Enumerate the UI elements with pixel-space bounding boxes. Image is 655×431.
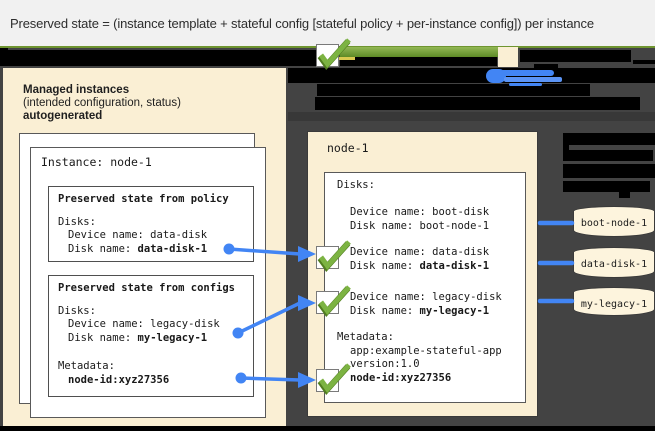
check-icon (317, 38, 351, 70)
disk-name-line: Disk name: my-legacy-1 (350, 305, 489, 318)
disks-label: Disks: (337, 179, 375, 191)
disk-name-value: data-disk-1 (419, 259, 490, 272)
redaction-bar (288, 112, 655, 121)
disk-name-label: Disk name: (350, 259, 420, 272)
metadata-label: Metadata: (58, 360, 115, 372)
check-icon (317, 285, 351, 317)
metadata-value: node-id:xyz27356 (68, 373, 170, 386)
redaction-bar (288, 68, 655, 83)
disk-name-line: Disk name: data-disk-1 (350, 260, 489, 273)
check-icon (317, 363, 351, 395)
vm-name: node-1 (327, 141, 369, 155)
heading-line: Managed instances (23, 84, 130, 96)
redaction-bar (0, 426, 655, 431)
redaction-bar (315, 97, 640, 110)
disk-cylinder-data: data-disk-1 (573, 247, 655, 278)
redaction-bar (563, 133, 655, 145)
checkbox-legacy-disk (316, 285, 351, 317)
managed-instances-panel: Managed instances (intended configuratio… (3, 68, 286, 426)
redaction-bar (520, 50, 631, 62)
redaction-highlight (500, 70, 554, 76)
disk-name-line: Disk name: my-legacy-1 (68, 332, 207, 345)
metadata-label: Metadata: (337, 331, 394, 343)
redaction-bar (563, 150, 653, 161)
redaction-bar (563, 164, 655, 178)
title-bar: Preserved state = (instance template + s… (0, 0, 655, 48)
disk-name-line: Disk name: boot-node-1 (350, 220, 489, 233)
redaction-bar (317, 84, 590, 96)
disk-label: boot-node-1 (580, 218, 648, 229)
heading-line: autogenerated (23, 109, 103, 122)
formula-title: Preserved state = (instance template + s… (10, 15, 594, 31)
disks-label: Disks: (58, 305, 96, 317)
metadata-line: version:1.0 (350, 358, 420, 370)
redaction-bar (619, 192, 630, 198)
redaction-highlight (509, 83, 542, 86)
vm-details-box: Disks: Device name: boot-disk Disk name:… (324, 172, 526, 403)
redaction-bar (340, 56, 497, 66)
redaction-highlight (504, 77, 562, 82)
check-icon (317, 240, 351, 272)
checkbox-metadata (316, 363, 351, 395)
disk-label: my-legacy-1 (580, 299, 648, 310)
heading-line: (intended configuration, status) (23, 96, 181, 109)
redaction-bar (563, 181, 650, 192)
device-name-line: Device name: boot-disk (350, 206, 490, 218)
instance-label: Instance: node-1 (41, 155, 152, 169)
vm-panel: node-1 Disks: Device name: boot-disk Dis… (307, 131, 538, 417)
disk-name-value: data-disk-1 (137, 242, 208, 255)
metadata-line: app:example-stateful-app (350, 344, 502, 357)
managed-instances-heading: Managed instances (intended configuratio… (23, 84, 181, 123)
redaction-bar (0, 50, 316, 66)
disk-label: data-disk-1 (580, 259, 648, 270)
checkbox-template (316, 38, 351, 70)
instance-card: Instance: node-1 Preserved state from po… (30, 147, 266, 418)
disk-cylinder-legacy: my-legacy-1 (573, 287, 655, 316)
redaction-bar (534, 64, 558, 68)
redaction-bar (633, 60, 655, 64)
device-name-line: Device name: data-disk (350, 246, 490, 258)
policy-box-title: Preserved state from policy (58, 193, 229, 205)
disk-name-value: my-legacy-1 (419, 304, 490, 317)
checkbox-data-disk (316, 240, 351, 272)
disk-name-label: Disk name: (68, 331, 138, 344)
device-name-line: Device name: legacy-disk (68, 318, 220, 330)
disks-label: Disks: (58, 216, 96, 228)
metadata-value: node-id:xyz27356 (350, 371, 452, 384)
beige-square (498, 47, 518, 67)
preserved-state-policy-box: Preserved state from policy Disks: Devic… (48, 186, 254, 262)
disk-name-label: Disk name: (350, 219, 420, 232)
disk-name-value: my-legacy-1 (137, 331, 208, 344)
yellow-dash (333, 57, 355, 60)
disk-name-label: Disk name: (68, 242, 138, 255)
disk-name-line: Disk name: data-disk-1 (68, 243, 207, 256)
configs-box-title: Preserved state from configs (58, 282, 236, 294)
disk-name-value: boot-node-1 (419, 219, 490, 232)
green-arrow-bar (340, 47, 498, 57)
device-name-line: Device name: data-disk (68, 229, 208, 241)
device-name-line: Device name: legacy-disk (350, 291, 502, 303)
disk-name-label: Disk name: (350, 304, 420, 317)
preserved-state-configs-box: Preserved state from configs Disks: Devi… (48, 275, 254, 397)
disk-cylinder-boot: boot-node-1 (573, 206, 655, 237)
